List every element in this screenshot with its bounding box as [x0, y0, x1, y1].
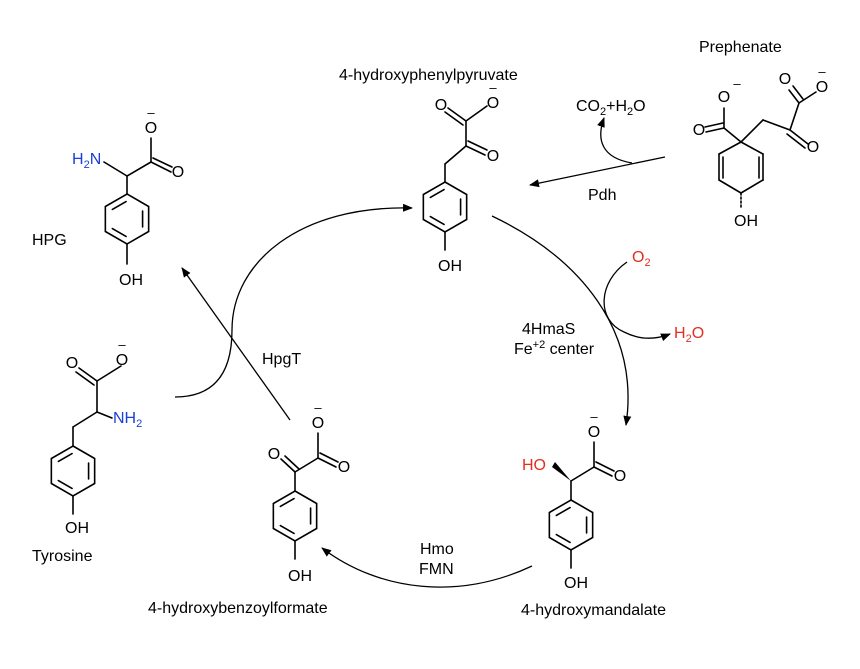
hpgt-label: HpgT: [262, 351, 301, 368]
hbf-ketone-o: O: [268, 446, 280, 463]
hpp-ketone-o: O: [487, 148, 499, 165]
hmandelate-charge: –: [590, 409, 598, 424]
hpg-ring-double-bond: [111, 200, 127, 211]
pdh-label: Pdh: [588, 187, 616, 204]
hbf-ring-double-bond: [279, 497, 295, 508]
prephenate-structure: O O – O O O – OH Prephenate: [693, 39, 828, 230]
hpp-charge: –: [489, 80, 497, 95]
hpp-carbonyl-o1: O: [435, 97, 447, 114]
prephenate-charge-right: –: [818, 64, 826, 79]
prephenate-hydroxyl: OH: [734, 213, 758, 230]
hbf-carboxylate-o: O: [312, 415, 324, 432]
hpp-ring-double-bond: [429, 215, 445, 226]
hmas-center-label: Fe+2 center: [514, 339, 595, 358]
transamination-arrow: [174, 203, 413, 398]
hmandelate-hydroxyl: OH: [564, 575, 588, 592]
tyrosine-hydroxyl: OH: [65, 520, 89, 537]
tyrosine-label: Tyrosine: [32, 548, 93, 565]
tyrosine-structure: O O – NH2 OH Tyrosine: [32, 337, 142, 565]
prephenate-o-top: O: [779, 71, 791, 88]
hpp-hydroxyl: OH: [438, 258, 462, 275]
hmo-arrow: [321, 547, 533, 588]
prephenate-charge-left: –: [733, 76, 741, 91]
hbf-carbonyl-o: O: [338, 459, 350, 476]
hmandelate-structure: HO O – O OH 4-hydroxymandalate: [521, 409, 666, 619]
prephenate-o-minus-right: O: [816, 79, 828, 96]
o2-to-h2o-arrow: [603, 261, 671, 342]
benzene-rings: [50, 181, 594, 551]
hmandelate-label: 4-hydroxymandalate: [521, 602, 666, 619]
fmn-label: FMN: [419, 561, 454, 578]
prephenate-label: Prephenate: [699, 39, 782, 56]
hpg-amine: H2N: [72, 151, 101, 171]
hpg-hydroxyl: OH: [119, 272, 143, 289]
tyrosine-carbonyl-o: O: [66, 355, 78, 372]
hpp-carboxylate-o: O: [487, 95, 499, 112]
hpg-carbonyl-o: O: [172, 164, 184, 181]
tyrosine-charge: –: [118, 337, 126, 352]
hpg-structure: O – O H2N OH HPG: [32, 105, 184, 289]
pdh-arrow: [529, 156, 666, 188]
hpg-carboxylate-o-minus: O: [145, 120, 157, 137]
hpp-label: 4-hydroxyphenylpyruvate: [339, 67, 518, 84]
hbf-hydroxyl: OH: [288, 568, 312, 585]
hbf-structure: O O – O OH 4-hydroxybenzoylformate: [148, 400, 350, 617]
prephenate-o-minus-left: O: [718, 89, 730, 106]
hmas-arrow: [491, 215, 632, 426]
co2-release-arrow: [597, 117, 633, 164]
prephenate-o-left: O: [693, 122, 705, 139]
tyrosine-amine: NH2: [113, 410, 142, 430]
hpg-label: HPG: [32, 232, 67, 249]
hbf-charge: –: [314, 400, 322, 415]
hbf-ring-double-bond: [279, 524, 295, 535]
hmandelate-ring-double-bond: [555, 533, 571, 544]
hpg-ring-double-bond: [111, 227, 127, 238]
tyrosine-carboxylate-o: O: [116, 352, 128, 369]
hmas-label: 4HmaS: [522, 321, 575, 338]
reaction-arrows: [174, 117, 671, 588]
prephenate-o-ketone: O: [807, 139, 819, 156]
hmo-label: Hmo: [420, 541, 454, 558]
hpp-structure: O O – O OH 4-hydroxyphenylpyruvate: [339, 67, 518, 275]
cosubstrate-labels: CO2+H2O O2 H2O: [576, 98, 704, 345]
co2-h2o-label: CO2+H2O: [576, 98, 646, 118]
hpgt-arrow: [181, 267, 291, 421]
wedge-bond: [552, 462, 571, 481]
hbf-label: 4-hydroxybenzoylformate: [148, 600, 328, 617]
hmandelate-ring-double-bond: [555, 506, 571, 517]
hmandelate-carbonyl-o: O: [614, 468, 626, 485]
o2-label: O2: [632, 249, 651, 269]
hmandelate-hydroxyl-highlight: HO: [522, 457, 546, 474]
enzyme-labels: Pdh 4HmaS Fe+2 center Hmo FMN HpgT: [262, 187, 616, 578]
h2o-label: H2O: [674, 325, 704, 345]
hpg-charge: –: [147, 105, 155, 120]
tyrosine-ring-double-bond: [57, 452, 73, 463]
hmandelate-carboxylate-o: O: [588, 424, 600, 441]
hpp-ring-double-bond: [429, 188, 445, 199]
tyrosine-ring-double-bond: [57, 479, 73, 490]
